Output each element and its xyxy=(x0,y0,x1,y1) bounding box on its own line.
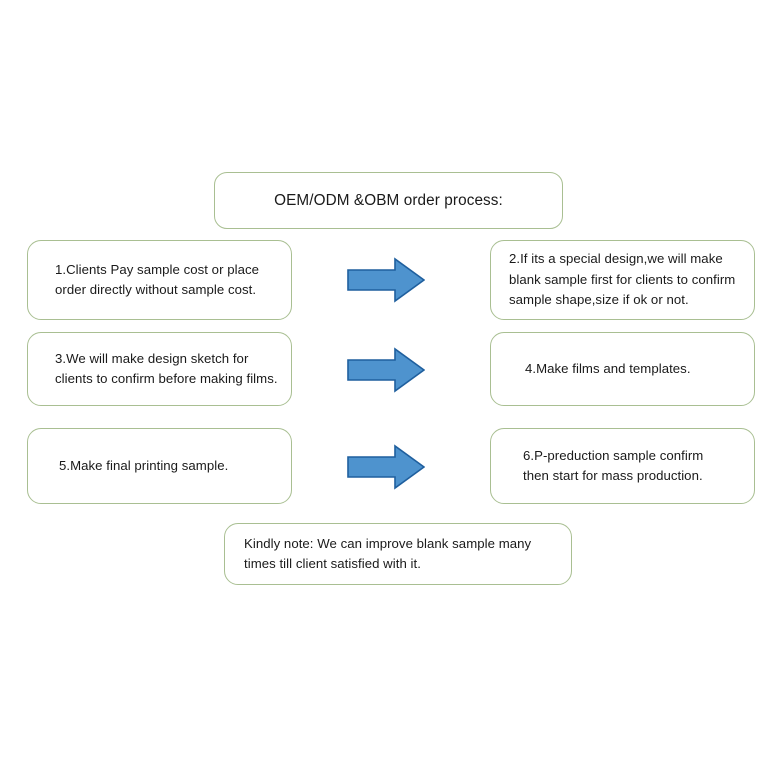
step-2-text: 2.If its a special design,we will make b… xyxy=(509,251,736,308)
arrow-right-icon xyxy=(347,257,426,303)
kindly-note-box: Kindly note: We can improve blank sample… xyxy=(224,523,572,585)
step-box-3: 3.We will make design sketch for clients… xyxy=(27,332,292,406)
step-box-4: 4.Make films and templates. xyxy=(490,332,755,406)
arrow-right-icon xyxy=(347,347,426,393)
step-5-text: 5.Make final printing sample. xyxy=(59,457,229,473)
arrow-right-icon xyxy=(347,444,426,490)
step-3-text: 3.We will make design sketch for clients… xyxy=(55,350,278,386)
step-box-1: 1.Clients Pay sample cost or place order… xyxy=(27,240,292,320)
step-box-6: 6.P-preduction sample confirm then start… xyxy=(490,428,755,504)
process-title-box: OEM/ODM &OBM order process: xyxy=(214,172,563,229)
kindly-note-text: Kindly note: We can improve blank sample… xyxy=(244,535,532,571)
step-box-2: 2.If its a special design,we will make b… xyxy=(490,240,755,320)
step-6-text: 6.P-preduction sample confirm then start… xyxy=(523,447,704,483)
process-title-text: OEM/ODM &OBM order process: xyxy=(274,191,503,209)
step-1-text: 1.Clients Pay sample cost or place order… xyxy=(55,261,260,297)
step-box-5: 5.Make final printing sample. xyxy=(27,428,292,504)
step-4-text: 4.Make films and templates. xyxy=(525,360,691,376)
